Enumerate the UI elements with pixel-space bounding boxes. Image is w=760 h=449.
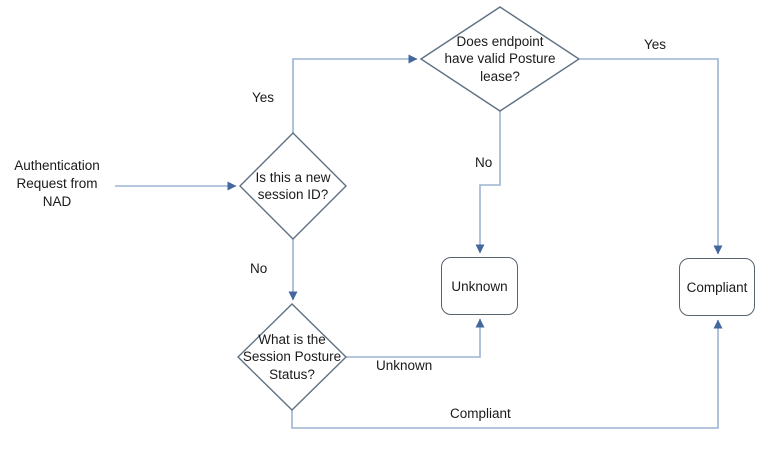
decision-new-session-label: Is this a new session ID?	[255, 169, 331, 202]
terminal-unknown: Unknown	[441, 257, 518, 315]
edge-label-new-session-yes: Yes	[252, 90, 275, 105]
edge-label-new-session-no: No	[250, 261, 268, 276]
edge-new-session-yes-to-posture-lease	[292, 54, 418, 133]
decision-session-posture-label: What is the Session Posture Status?	[242, 332, 342, 382]
start-label: Authentication Request from NAD	[14, 158, 100, 210]
edge-session-posture-compliant-to-compliant	[291, 319, 723, 429]
decision-posture-lease-shape	[419, 6, 581, 112]
edge-posture-lease-no-to-unknown	[475, 111, 501, 254]
edge-session-posture-unknown-to-unknown	[346, 318, 485, 358]
edge-posture-lease-yes-to-compliant	[580, 58, 723, 255]
edge-label-status-unknown: Unknown	[376, 358, 433, 373]
edge-label-posture-lease-no: No	[475, 155, 493, 170]
terminal-compliant: Compliant	[679, 258, 755, 316]
edge-label-status-compliant: Compliant	[450, 406, 511, 421]
decision-new-session-shape	[239, 132, 347, 240]
decision-posture-lease-label: Does endpoint have valid Posture lease?	[444, 34, 556, 84]
edge-label-posture-lease-yes: Yes	[644, 37, 667, 52]
decision-session-posture-shape	[237, 303, 347, 411]
